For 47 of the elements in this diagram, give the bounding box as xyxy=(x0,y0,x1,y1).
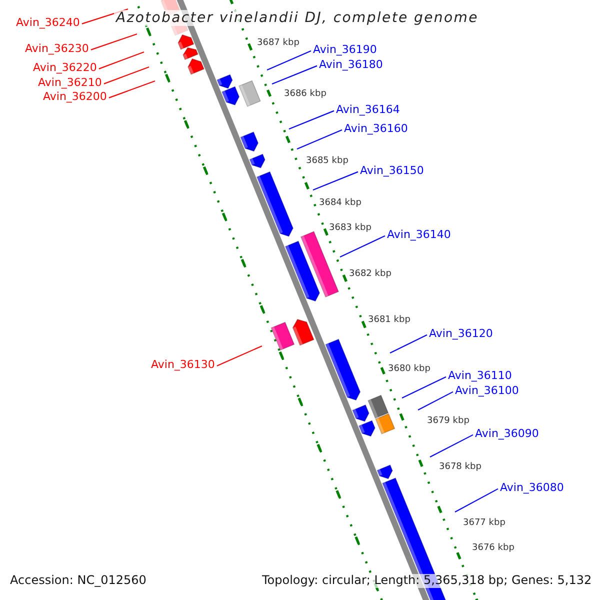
leader-line xyxy=(390,334,428,354)
genome-info-text: Topology: circular; Length: 5,365,318 bp; Genes: 5,132 xyxy=(262,574,592,588)
gene-label: Avin_36160 xyxy=(344,122,408,136)
scale-label: 3687 kbp xyxy=(257,38,300,48)
leader-line xyxy=(430,434,474,458)
gene-label: Avin_36120 xyxy=(429,328,493,340)
gene-label: Avin_36180 xyxy=(319,58,383,72)
leader-line xyxy=(418,391,454,410)
scale-label: 3676 kbp xyxy=(472,543,514,554)
gene-label: Avin_36150 xyxy=(360,164,424,178)
scale-label: 3686 kbp xyxy=(284,89,326,100)
leader-line xyxy=(288,110,334,130)
leader-line xyxy=(272,65,318,85)
scale-label: 3682 kbp xyxy=(349,269,392,280)
scale-label: 3681 kbp xyxy=(368,315,410,326)
leader-line xyxy=(454,488,498,512)
gene-label: Avin_36100 xyxy=(455,384,519,398)
gene-label: Avin_36164 xyxy=(336,104,400,116)
gene-label: Avin_36230 xyxy=(25,42,89,56)
leader-line xyxy=(216,346,262,366)
gene-label: Avin_36210 xyxy=(38,76,102,90)
leader-line xyxy=(98,51,144,70)
scale-label: 3679 kbp xyxy=(427,416,470,426)
gene-label: Avin_36110 xyxy=(448,370,512,382)
leader-line xyxy=(108,80,156,98)
accession-text: Accession: NC_012560 xyxy=(10,574,146,588)
gene-label: Avin_36080 xyxy=(500,482,564,494)
scale-label: 3680 kbp xyxy=(388,364,430,374)
leader-line xyxy=(266,50,312,70)
scale-label: 3684 kbp xyxy=(319,198,362,208)
gene-label: Avin_36090 xyxy=(475,428,539,440)
scale-label: 3683 kbp xyxy=(329,223,372,234)
gene-label: Avin_36200 xyxy=(43,90,107,104)
leader-line xyxy=(340,235,386,258)
gene-label: Avin_36220 xyxy=(33,62,97,74)
gene-label: Avin_36240 xyxy=(16,16,80,30)
scale-label: 3677 kbp xyxy=(463,518,506,528)
leader-line xyxy=(104,66,150,84)
leader-line xyxy=(402,376,446,398)
gene-label: Avin_36140 xyxy=(387,228,451,242)
leader-line xyxy=(312,171,358,191)
leader-line xyxy=(90,33,138,50)
scale-label: 3685 kbp xyxy=(306,156,348,166)
gene-label: Avin_36130 xyxy=(151,358,215,372)
gene-label: Avin_36190 xyxy=(313,44,377,56)
scale-label: 3678 kbp xyxy=(439,462,482,472)
leader-line xyxy=(296,129,342,150)
